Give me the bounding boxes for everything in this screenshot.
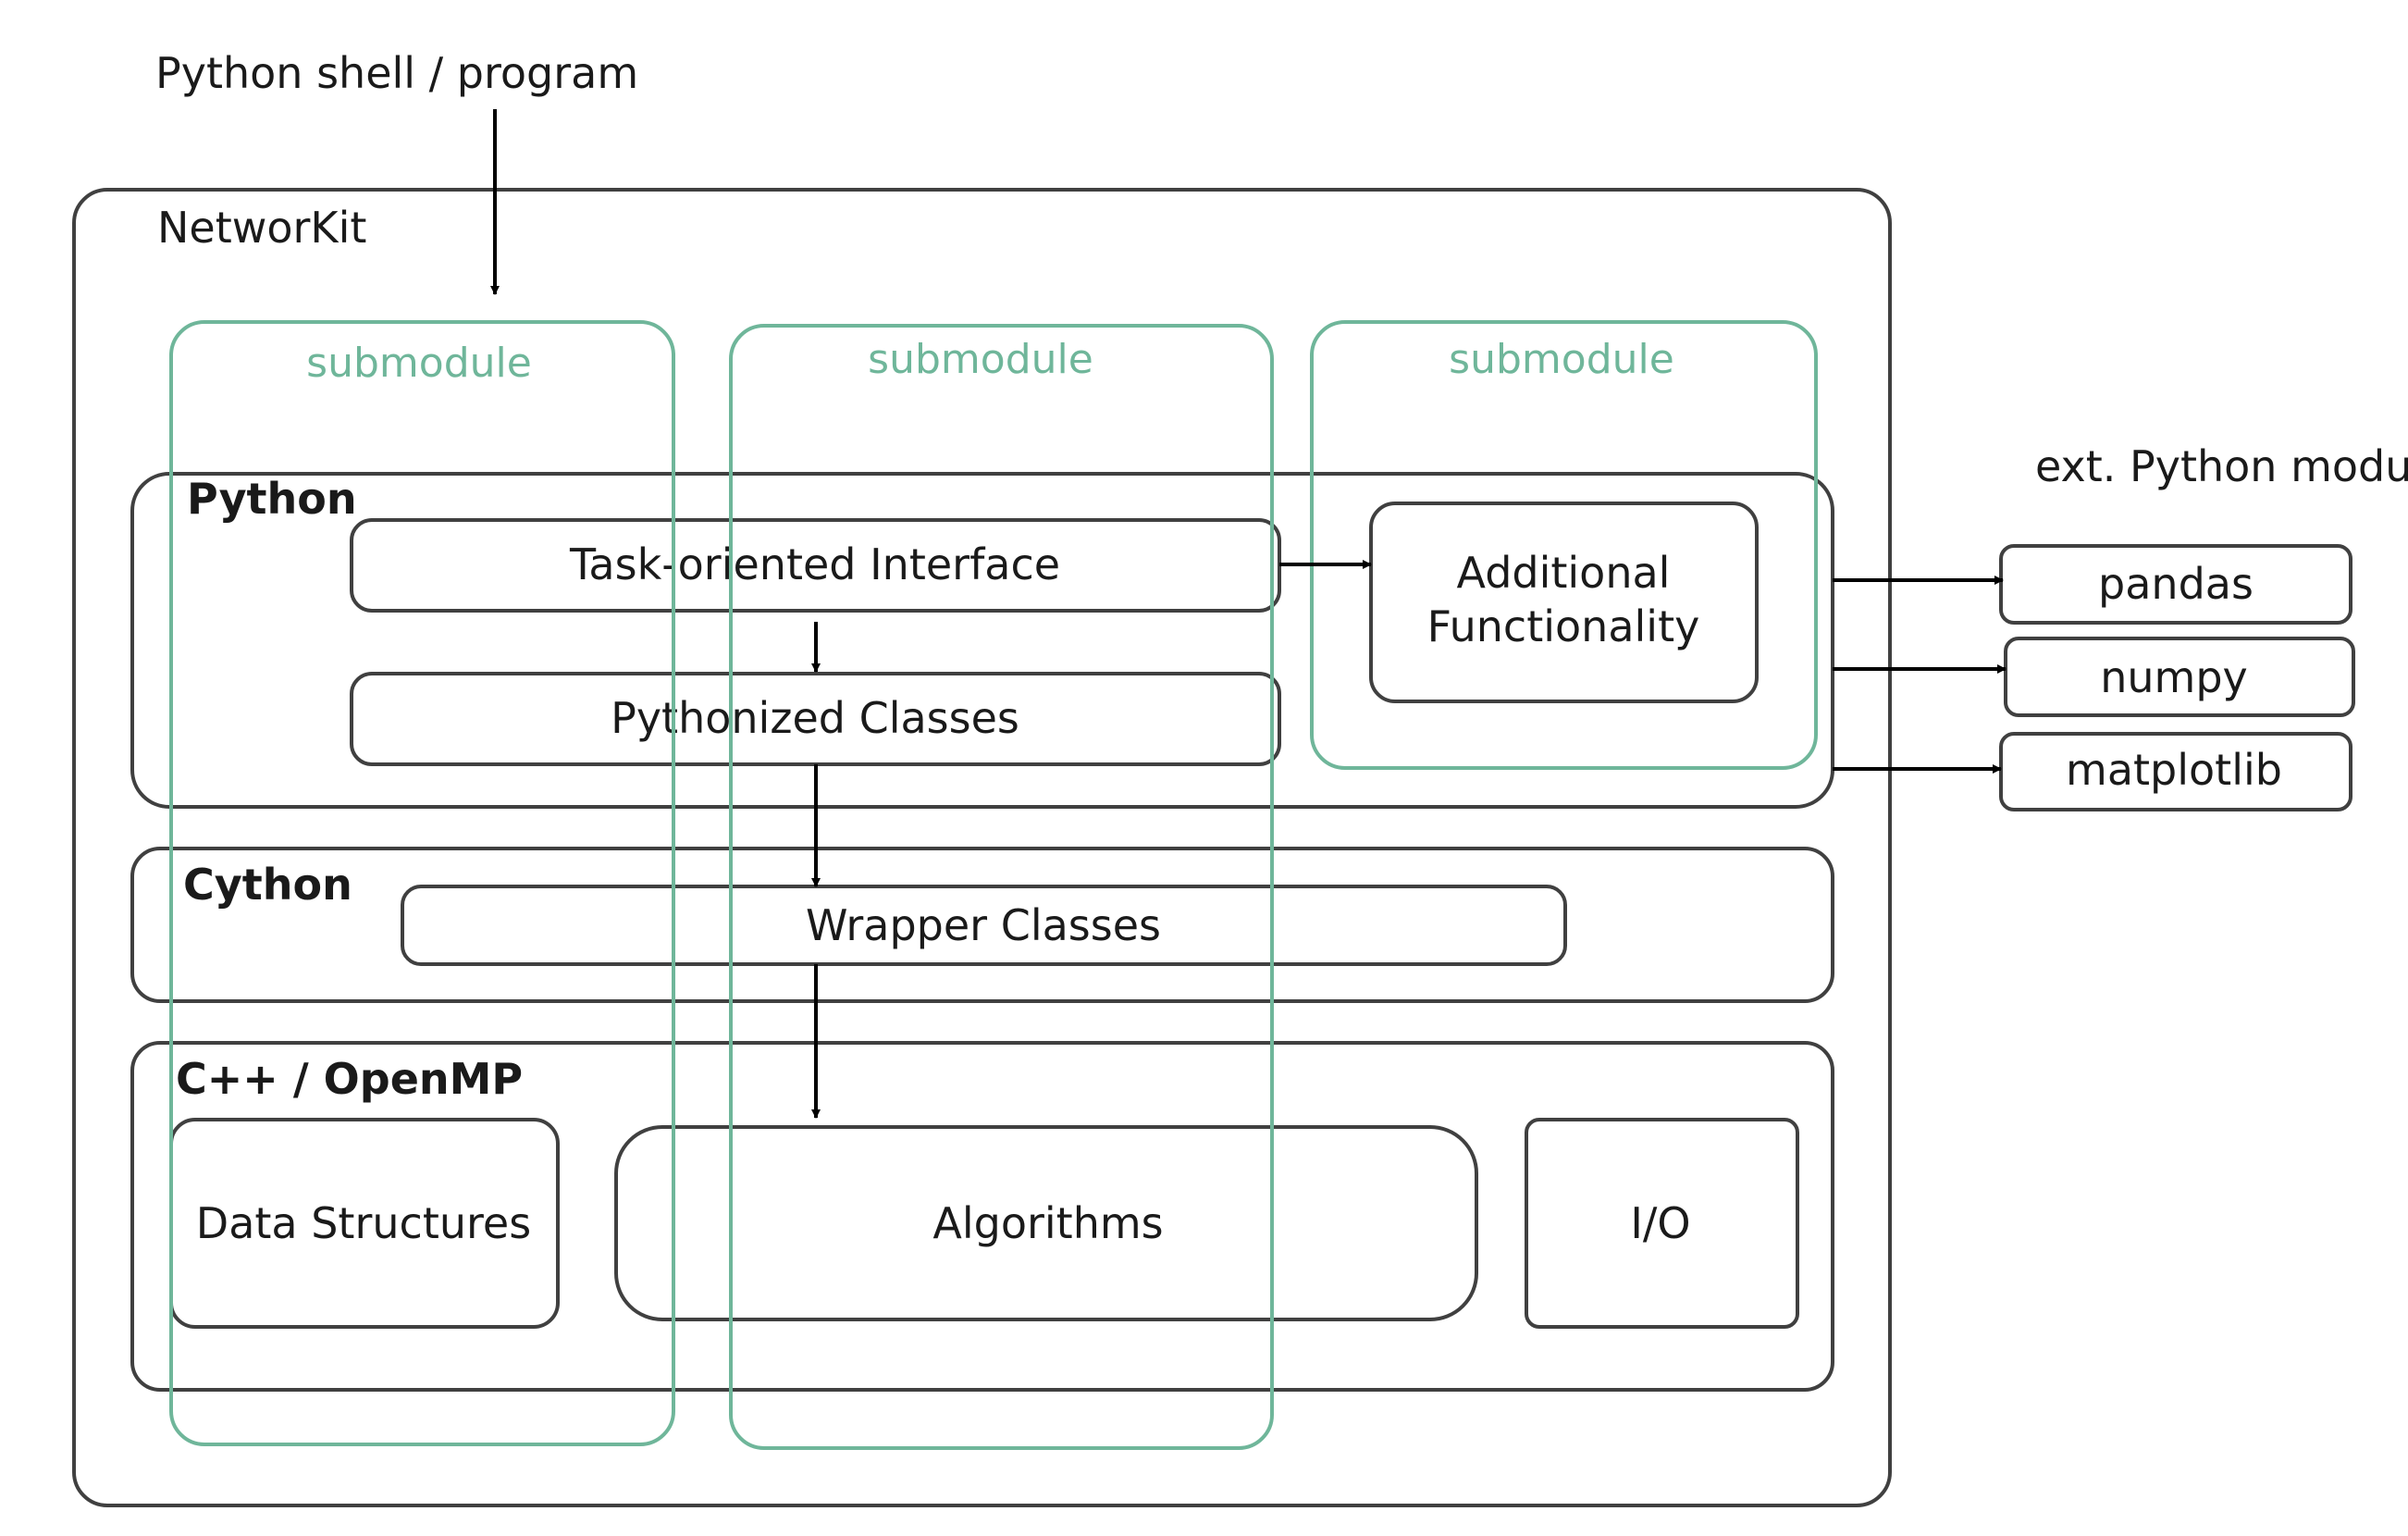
entry-label: Python shell / program xyxy=(155,48,638,98)
io-label: I/O xyxy=(1630,1198,1690,1248)
cpp-layer-label: C++ / OpenMP xyxy=(176,1054,523,1104)
pythonized-classes-label: Pythonized Classes xyxy=(611,693,1019,743)
submodule-column-1 xyxy=(169,320,675,1446)
algorithms-box xyxy=(614,1125,1478,1321)
io-box xyxy=(1525,1118,1799,1329)
task-oriented-interface-label: Task-oriented Interface xyxy=(569,539,1060,589)
submodule-label-1: submodule xyxy=(306,340,532,387)
data-structures-label: Data Structures xyxy=(196,1198,531,1248)
submodule-label-2: submodule xyxy=(868,336,1093,383)
cpp-layer xyxy=(130,1041,1834,1392)
python-layer xyxy=(130,472,1834,809)
wrapper-classes-label: Wrapper Classes xyxy=(806,900,1161,950)
cython-layer-label: Cython xyxy=(183,860,352,910)
submodule-column-3 xyxy=(1310,320,1818,770)
ext-module-pandas-label: pandas xyxy=(2098,559,2254,609)
ext-module-numpy-label: numpy xyxy=(2100,652,2248,702)
submodule-label-3: submodule xyxy=(1449,336,1674,383)
additional-functionality-label-line2: Functionality xyxy=(1427,601,1700,651)
wrapper-classes-box xyxy=(401,885,1567,966)
networkit-container xyxy=(72,188,1892,1507)
algorithms-label: Algorithms xyxy=(932,1198,1163,1248)
ext-module-numpy-box xyxy=(2004,637,2355,717)
cython-layer xyxy=(130,847,1834,1003)
additional-functionality-label-line1: Additional xyxy=(1457,548,1671,598)
python-layer-label: Python xyxy=(187,474,357,524)
ext-module-matplotlib-label: matplotlib xyxy=(2066,745,2282,795)
submodule-column-2 xyxy=(729,324,1274,1450)
additional-functionality-box xyxy=(1369,502,1759,703)
networkit-label: NetworKit xyxy=(157,203,366,253)
